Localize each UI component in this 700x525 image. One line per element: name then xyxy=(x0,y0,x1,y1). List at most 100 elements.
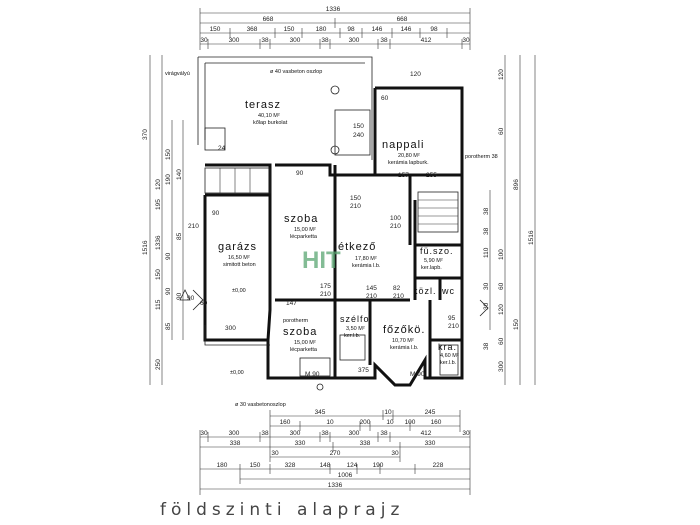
dim-left-10: 90 xyxy=(165,287,172,295)
svg-text:szélfo.: szélfo. xyxy=(340,314,373,324)
room-nappali: nappali 20,80 M² kerámia lapburk. xyxy=(382,139,429,166)
inner-dimensions: 120 60 150 240 90 90 210 150 210 100 210… xyxy=(187,71,459,378)
dim-bot-r6-0: 180 xyxy=(217,462,228,469)
dim-left-2: 140 xyxy=(176,169,183,180)
svg-text:60: 60 xyxy=(200,300,208,307)
dim-top-r4-1: 300 xyxy=(229,37,240,44)
dim-left-13: 250 xyxy=(155,359,162,370)
dim-top-r4-6: 38 xyxy=(380,37,388,44)
dim-top-half-2: 668 xyxy=(397,16,408,23)
dim-right-12: 150 xyxy=(513,319,520,330)
dim-bot-r4-1: 330 xyxy=(295,440,306,447)
room-kra: kra. 4,60 M² ker.l.b. xyxy=(438,342,459,366)
svg-text:255: 255 xyxy=(426,172,437,179)
dim-bot-r3-6: 38 xyxy=(380,430,388,437)
svg-text:40,10 M²: 40,10 M² xyxy=(258,113,280,119)
svg-text:90: 90 xyxy=(187,295,195,302)
svg-text:étkező: étkező xyxy=(338,241,376,253)
svg-text:5,90 M²: 5,90 M² xyxy=(424,258,443,264)
svg-text:240: 240 xyxy=(353,132,364,139)
room-wc: wc xyxy=(441,286,455,296)
svg-text:szoba: szoba xyxy=(284,213,318,225)
dim-bot-r4-0: 338 xyxy=(230,440,241,447)
svg-text:wc: wc xyxy=(441,286,455,296)
dim-left-14: 1516 xyxy=(142,240,149,255)
svg-text:120: 120 xyxy=(410,71,421,78)
dim-left-4: 195 xyxy=(155,199,162,210)
dim-bot-r2-1: 10 xyxy=(326,419,334,426)
svg-text:fü.szo.: fü.szo. xyxy=(420,246,454,256)
dim-left-15: 1336 xyxy=(155,235,162,250)
svg-text:M 90: M 90 xyxy=(305,371,320,378)
svg-text:szoba: szoba xyxy=(283,326,317,338)
svg-text:82: 82 xyxy=(393,285,401,292)
svg-text:157: 157 xyxy=(398,172,409,179)
dim-bot-r2-5: 160 xyxy=(431,419,442,426)
label-porotherm-2: porotherm xyxy=(283,318,308,324)
label-porotherm-1: porotherm 38 xyxy=(465,154,498,160)
annotations: virágvályú ø 40 vasbeton oszlop porother… xyxy=(165,69,498,408)
room-szelfo: szélfo. 3,50 M² ker.l.b. xyxy=(340,314,373,339)
label-post-30: ø 30 vasbetonoszlop xyxy=(235,402,286,408)
dim-top-r4-7: 412 xyxy=(421,37,432,44)
room-fuszo: fü.szo. 5,90 M² ker.lapb. xyxy=(420,246,454,271)
room-terasz: terasz 40,10 M² kőlap burkolat xyxy=(245,99,288,126)
svg-text:210: 210 xyxy=(188,223,199,230)
dim-left-11: 115 xyxy=(155,299,162,310)
dim-bot-r3-1: 300 xyxy=(229,430,240,437)
dim-right-8: 30 xyxy=(483,282,490,290)
bottom-dimensions: 345 10 245 160 10 200 10 100 160 30 300 … xyxy=(199,409,471,495)
svg-text:175: 175 xyxy=(320,283,331,290)
label-viragvalyu: virágvályú xyxy=(165,71,190,77)
svg-text:M 90: M 90 xyxy=(410,371,425,378)
room-fozoko: főzőkö. 10,70 M² kerámia l.b. xyxy=(383,324,425,351)
dim-top-r4-2: 38 xyxy=(261,37,269,44)
label-post-40: ø 40 vasbeton oszlop xyxy=(270,69,322,75)
dim-bot-r2-2: 200 xyxy=(360,419,371,426)
svg-text:210: 210 xyxy=(390,223,401,230)
dim-left-6: 85 xyxy=(176,232,183,240)
svg-text:főzőkö.: főzőkö. xyxy=(383,324,425,336)
svg-text:90: 90 xyxy=(296,170,304,177)
dim-bot-r7-0: 1006 xyxy=(338,472,353,479)
dim-bot-r6-1: 150 xyxy=(250,462,261,469)
svg-text:15,00 M²: 15,00 M² xyxy=(294,340,316,346)
dim-top-total: 1336 xyxy=(326,6,341,13)
dim-bot-r2-3: 10 xyxy=(386,419,394,426)
dim-bot-r2-4: 100 xyxy=(405,419,416,426)
svg-text:300: 300 xyxy=(225,325,236,332)
room-kozl: közl. xyxy=(413,286,436,296)
dim-right-2: 896 xyxy=(513,179,520,190)
dim-left-5: 120 xyxy=(155,179,162,190)
dim-right-7: 100 xyxy=(498,249,505,260)
room-szoba-2: szoba 15,00 M² lécparketta xyxy=(283,326,318,353)
dim-bot-r4-2: 338 xyxy=(360,440,371,447)
room-szoba-1: szoba 15,00 M² lécparketta xyxy=(284,213,318,240)
svg-text:3,50 M²: 3,50 M² xyxy=(346,326,365,332)
dim-bot-r8-0: 1336 xyxy=(328,482,343,489)
dim-top-r4-0: 30 xyxy=(200,37,208,44)
svg-text:lécparketta: lécparketta xyxy=(290,347,318,353)
dim-bot-r3-7: 412 xyxy=(421,430,432,437)
right-dimensions: 120 60 896 1516 38 38 110 100 30 60 30 1… xyxy=(483,55,536,385)
dim-top-r3-5: 146 xyxy=(372,26,383,33)
label-level-2: ±0,00 xyxy=(230,370,244,376)
dim-right-11: 120 xyxy=(498,304,505,315)
left-dimensions: 370 190 140 150 195 120 85 90 150 90 90 … xyxy=(142,55,184,385)
svg-text:kerámia lapburk.: kerámia lapburk. xyxy=(388,160,429,166)
dim-left-12: 85 xyxy=(165,322,172,330)
svg-text:147: 147 xyxy=(286,300,297,307)
dim-top-r3-6: 146 xyxy=(401,26,412,33)
svg-text:145: 145 xyxy=(366,285,377,292)
svg-text:210: 210 xyxy=(366,293,377,300)
dim-left-7: 90 xyxy=(165,252,172,260)
room-garazs: garázs 16,50 M² simitott beton xyxy=(218,241,256,268)
dim-right-6: 110 xyxy=(483,247,490,258)
svg-text:95: 95 xyxy=(448,315,456,322)
dim-left-1: 190 xyxy=(165,174,172,185)
dim-bot-r6-3: 148 xyxy=(320,462,331,469)
dim-top-r3-3: 180 xyxy=(316,26,327,33)
svg-text:210: 210 xyxy=(350,203,361,210)
svg-text:terasz: terasz xyxy=(245,99,281,111)
dim-bot-r3-0: 30 xyxy=(200,430,208,437)
